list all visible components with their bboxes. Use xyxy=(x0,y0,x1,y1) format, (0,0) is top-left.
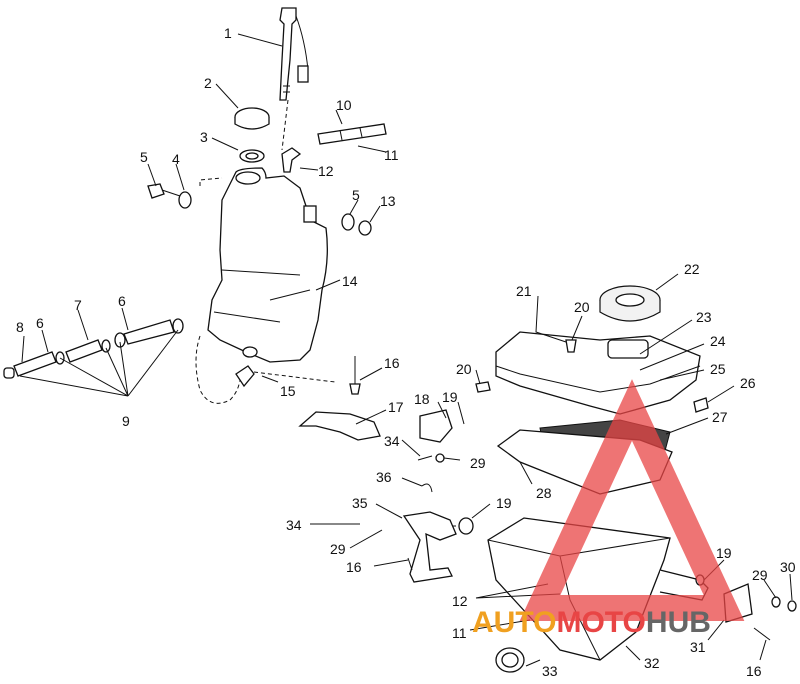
callout-20a: 20 xyxy=(574,299,590,315)
callout-34a: 34 xyxy=(384,433,400,449)
callout-24: 24 xyxy=(710,333,726,349)
callout-1: 1 xyxy=(224,25,232,41)
callout-36: 36 xyxy=(376,469,392,485)
callout-numbers: 1 2 3 4 5 10 11 12 5 13 14 6 7 8 6 9 16 … xyxy=(16,25,796,679)
watermark-text-moto: MOTO xyxy=(556,606,645,639)
callout-6b: 6 xyxy=(36,315,44,331)
callout-19a: 19 xyxy=(442,389,458,405)
callout-29a: 29 xyxy=(470,455,486,471)
callout-19c: 19 xyxy=(716,545,732,561)
callout-16b: 16 xyxy=(346,559,362,575)
callout-31: 31 xyxy=(690,639,706,655)
callout-25: 25 xyxy=(710,361,726,377)
callout-5b: 5 xyxy=(352,187,360,203)
callout-5a: 5 xyxy=(140,149,148,165)
watermark-logo: AUTOMOTOHUB xyxy=(472,379,745,639)
callout-27: 27 xyxy=(712,409,728,425)
callout-7: 7 xyxy=(74,297,82,313)
callout-17: 17 xyxy=(388,399,404,415)
callout-16a: 16 xyxy=(384,355,400,371)
callout-33: 33 xyxy=(542,663,558,679)
callout-30: 30 xyxy=(780,559,796,575)
callout-2: 2 xyxy=(204,75,212,91)
callout-12a: 12 xyxy=(318,163,334,179)
callout-20b: 20 xyxy=(456,361,472,377)
callout-34b: 34 xyxy=(286,517,302,533)
callout-13: 13 xyxy=(380,193,396,209)
callout-29b: 29 xyxy=(330,541,346,557)
callout-26: 26 xyxy=(740,375,756,391)
callout-11b: 11 xyxy=(452,625,467,641)
callout-23: 23 xyxy=(696,309,712,325)
oil-tank-assembly xyxy=(3,7,387,441)
callout-14: 14 xyxy=(342,273,358,289)
leader-lines xyxy=(19,33,793,667)
callout-32: 32 xyxy=(644,655,660,671)
callout-12b: 12 xyxy=(452,593,468,609)
callout-4: 4 xyxy=(172,151,180,167)
callout-18: 18 xyxy=(414,391,430,407)
callout-8: 8 xyxy=(16,319,24,335)
callout-22: 22 xyxy=(684,261,700,277)
callout-19b: 19 xyxy=(496,495,512,511)
watermark-text-auto: AUTO xyxy=(472,606,556,639)
callout-28: 28 xyxy=(536,485,552,501)
callout-15: 15 xyxy=(280,383,296,399)
callout-11a: 11 xyxy=(384,147,399,163)
callout-6a: 6 xyxy=(118,293,126,309)
callout-21: 21 xyxy=(516,283,532,299)
watermark-text-hub: HUB xyxy=(646,606,711,639)
callout-29c: 29 xyxy=(752,567,768,583)
watermark-triangle-icon xyxy=(519,379,745,621)
callout-10: 10 xyxy=(336,97,352,113)
svg-text:AUTOMOTOHUB: AUTOMOTOHUB xyxy=(472,606,711,639)
callout-16c: 16 xyxy=(746,663,762,679)
callout-9: 9 xyxy=(122,413,130,429)
callout-35: 35 xyxy=(352,495,368,511)
callout-3: 3 xyxy=(200,129,208,145)
